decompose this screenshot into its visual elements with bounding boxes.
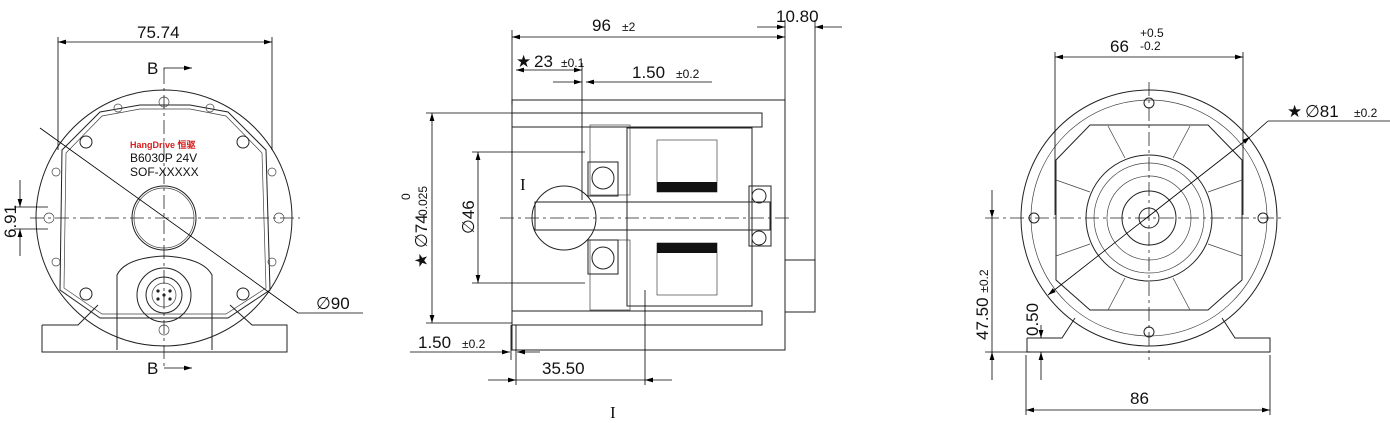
slot-dimension: 6.91 bbox=[1, 205, 20, 238]
stator bbox=[626, 127, 753, 307]
height-tolerance: ±0.2 bbox=[977, 269, 991, 293]
rear-view: 66 +0.5 -0.2 ★ ∅81 ±0.2 47.50 ±0.2 0.50 … bbox=[973, 26, 1390, 415]
section-view: I I 96 ±2 10.80 ★ 23 ±0.1 1.50 ±0.2 ★ ∅7… bbox=[399, 7, 842, 422]
detail-label-bottom: I bbox=[610, 403, 616, 422]
bearing-front-top bbox=[587, 161, 619, 197]
rear-dimension: 10.80 bbox=[776, 7, 819, 26]
section-label-bottom: B bbox=[147, 359, 158, 378]
housing-section-bottom bbox=[511, 310, 763, 326]
length-dimension: 96 bbox=[592, 16, 611, 35]
height-dimension: 47.50 bbox=[973, 297, 992, 340]
serial-label: SOF-XXXXX bbox=[130, 165, 199, 179]
offset-dimension: 35.50 bbox=[542, 359, 585, 378]
pilot-diameter: ∅74 bbox=[412, 214, 431, 248]
bottom-gap-dimension: 1.50 bbox=[418, 333, 451, 352]
flange-dimension: 23 bbox=[534, 52, 553, 71]
foot-dimension: 0.50 bbox=[1023, 303, 1042, 336]
pcd-tolerance: ±0.2 bbox=[1354, 106, 1378, 120]
mounting-feet bbox=[41, 304, 288, 353]
gap-tolerance: ±0.2 bbox=[676, 67, 700, 81]
pcd-dimension: ∅81 bbox=[1305, 102, 1339, 121]
width-tolerance-lower: -0.2 bbox=[1140, 39, 1161, 53]
flange-tolerance: ±0.1 bbox=[561, 56, 585, 70]
critical-mark-pilot: ★ bbox=[412, 253, 431, 268]
svg-text:★ ∅74: ★ ∅74 bbox=[412, 214, 431, 268]
brand-logo: HangDrive 恒驱 bbox=[130, 139, 196, 150]
rear-feet bbox=[1026, 317, 1271, 353]
bottom-gap-tolerance: ±0.2 bbox=[462, 337, 486, 351]
pilot-tolerance-lower: -0.025 bbox=[416, 186, 430, 220]
detail-label: I bbox=[520, 175, 526, 194]
housing-section-top bbox=[511, 112, 763, 128]
critical-mark: ★ bbox=[516, 52, 531, 71]
connector-housing bbox=[116, 255, 213, 350]
bore-diameter: ∅46 bbox=[459, 200, 478, 234]
front-view: HangDrive 恒驱 B6030P 24V SOF-XXXXX 75.74 … bbox=[1, 23, 363, 378]
width-dimension: 66 bbox=[1110, 37, 1129, 56]
shaft bbox=[534, 201, 771, 231]
length-tolerance: ±2 bbox=[622, 20, 636, 34]
bearing-rear bbox=[748, 185, 772, 247]
housing-rib bbox=[59, 104, 271, 319]
bearing-front-bottom bbox=[587, 239, 619, 275]
rear-connector bbox=[784, 259, 816, 313]
diameter-dimension: ∅90 bbox=[316, 294, 350, 313]
critical-mark-pcd: ★ bbox=[1287, 102, 1302, 121]
model-label: B6030P 24V bbox=[130, 151, 197, 165]
svg-text:47.50 ±0.2: 47.50 ±0.2 bbox=[973, 269, 992, 340]
section-label-top: B bbox=[147, 59, 158, 78]
base-dimension: 86 bbox=[1130, 389, 1149, 408]
width-tolerance-upper: +0.5 bbox=[1140, 26, 1164, 40]
width-dimension: 75.74 bbox=[137, 23, 180, 42]
pilot-tolerance-upper: 0 bbox=[399, 193, 413, 200]
gap-dimension: 1.50 bbox=[632, 63, 665, 82]
